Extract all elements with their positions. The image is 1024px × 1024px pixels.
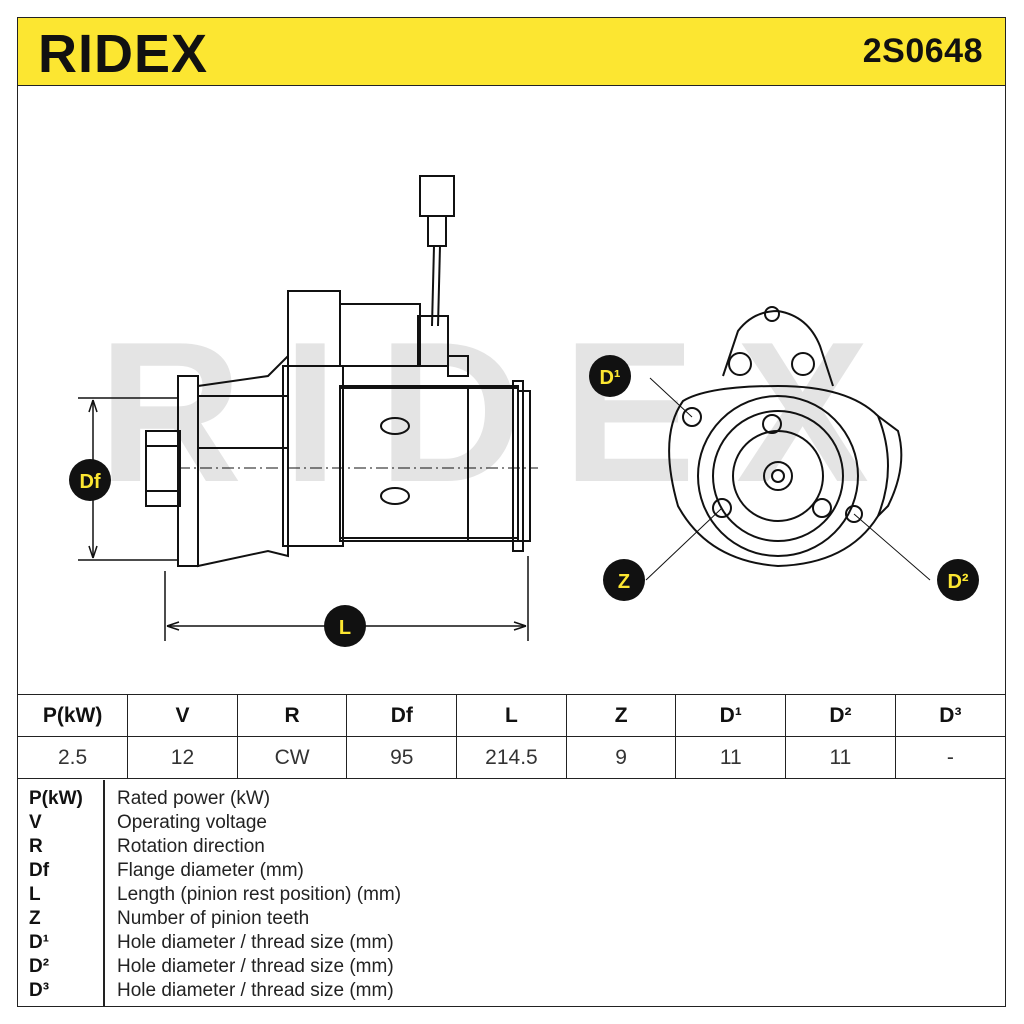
legend-abbr: Df (29, 860, 50, 881)
legend-abbr: V (29, 812, 42, 833)
legend-desc: Rotation direction (117, 836, 265, 857)
spec-header-cell: D¹ (675, 694, 787, 737)
legend-desc: Flange diameter (mm) (117, 860, 304, 881)
technical-drawing: RIDEX (18, 86, 1005, 694)
legend-row: V Operating voltage (18, 812, 1005, 836)
legend-row: Z Number of pinion teeth (18, 908, 1005, 932)
legend-abbr: D² (29, 956, 50, 977)
leader-lines (645, 377, 931, 581)
header-bar: RIDEX 2S0648 (18, 18, 1005, 86)
legend-row: P(kW) Rated power (kW) (18, 788, 1005, 812)
callout-d1-label: D¹ (599, 367, 620, 389)
legend: P(kW) Rated power (kW) V Operating volta… (18, 780, 1005, 1006)
spec-value-cell: 12 (127, 736, 238, 779)
datasheet: RIDEX 2S0648 RIDEX (17, 17, 1006, 1007)
legend-abbr: D³ (29, 980, 50, 1001)
callout-d2: D² (937, 559, 979, 601)
callout-df: Df (69, 459, 111, 501)
spec-header-cell: R (236, 694, 348, 737)
legend-abbr: L (29, 884, 41, 905)
legend-desc: Operating voltage (117, 812, 267, 833)
spec-header-cell: V (127, 694, 238, 737)
spec-header-cell: Z (565, 694, 677, 737)
spec-value-cell: 11 (675, 736, 787, 779)
brand-logo: RIDEX (38, 24, 208, 80)
spec-table-value-row: 2.5 12 CW 95 214.5 9 11 11 - (18, 736, 1005, 779)
spec-value-cell: 95 (346, 736, 458, 779)
spec-table-header-row: P(kW) V R Df L Z D¹ D² D³ (18, 694, 1005, 737)
legend-row: D³ Hole diameter / thread size (mm) (18, 980, 1005, 1004)
legend-divider (103, 780, 105, 1006)
callouts: Df L D¹ Z D² (69, 355, 979, 647)
legend-desc: Rated power (kW) (117, 788, 271, 809)
legend-abbr: R (29, 836, 43, 857)
legend-desc: Hole diameter / thread size (mm) (117, 932, 394, 953)
df-dimension (78, 397, 178, 561)
callout-z-label: Z (618, 571, 630, 593)
legend-abbr: D¹ (29, 932, 50, 953)
side-view (145, 175, 538, 568)
spec-header-cell: D³ (894, 694, 1005, 737)
callout-df-label: Df (79, 471, 100, 493)
spec-value-cell: - (894, 736, 1005, 779)
spec-value-cell: 9 (565, 736, 677, 779)
callout-d1: D¹ (589, 355, 631, 397)
callout-d2-label: D² (947, 571, 968, 593)
part-number: 2S0648 (862, 32, 983, 70)
legend-row: D² Hole diameter / thread size (mm) (18, 956, 1005, 980)
spec-header-cell: Df (346, 694, 458, 737)
legend-desc: Hole diameter / thread size (mm) (117, 956, 394, 977)
spec-header-cell: P(kW) (18, 694, 129, 737)
legend-desc: Length (pinion rest position) (mm) (117, 884, 402, 905)
spec-value-cell: 2.5 (18, 736, 129, 779)
front-view (668, 306, 903, 568)
legend-row: Df Flange diameter (mm) (18, 860, 1005, 884)
spec-header-cell: D² (785, 694, 896, 737)
spec-header-cell: L (456, 694, 567, 737)
legend-desc: Number of pinion teeth (117, 908, 310, 929)
watermark-text: RIDEX (98, 301, 909, 524)
legend-row: R Rotation direction (18, 836, 1005, 860)
spec-value-cell: 214.5 (456, 736, 567, 779)
callout-l: L (324, 605, 366, 647)
spec-value-cell: CW (236, 736, 348, 779)
spec-value-cell: 11 (785, 736, 896, 779)
callout-l-label: L (339, 617, 351, 639)
legend-row: D¹ Hole diameter / thread size (mm) (18, 932, 1005, 956)
starter-motor-drawing: RIDEX (69, 175, 979, 647)
legend-abbr: Z (29, 908, 41, 929)
spec-table: P(kW) V R Df L Z D¹ D² D³ 2.5 12 CW 95 2… (18, 694, 1005, 779)
brand-logo-text: RIDEX (38, 24, 208, 80)
legend-desc: Hole diameter / thread size (mm) (117, 980, 394, 1001)
legend-row: L Length (pinion rest position) (mm) (18, 884, 1005, 908)
callout-z: Z (603, 559, 645, 601)
legend-abbr: P(kW) (29, 788, 83, 809)
